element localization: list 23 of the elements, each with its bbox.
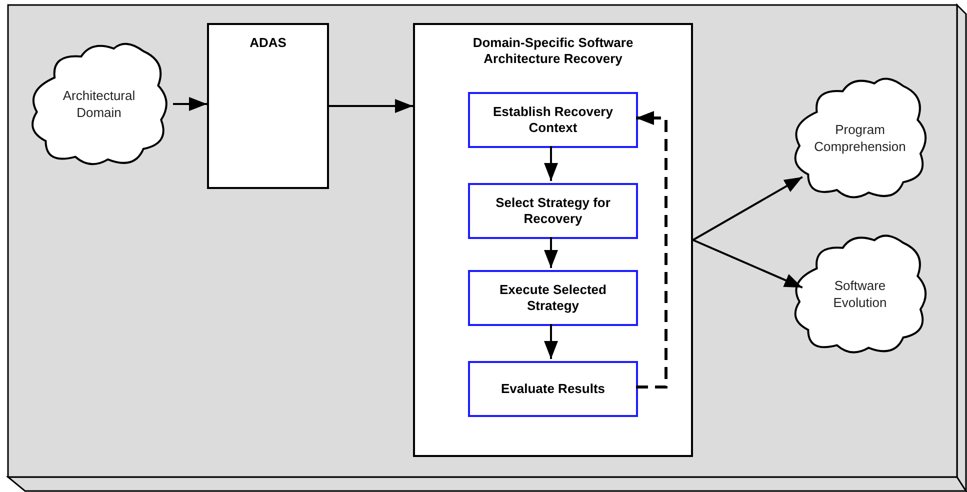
arrow <box>692 176 803 241</box>
process-box <box>468 183 638 239</box>
arrow <box>544 237 558 268</box>
arrow <box>329 99 413 113</box>
process-box <box>468 270 638 326</box>
node-label: Software Evolution <box>832 277 888 311</box>
node-label: ADAS <box>248 35 288 51</box>
node-label: Evaluate Results <box>500 381 606 397</box>
node-label: Establish Recovery Context <box>492 104 614 136</box>
arrow <box>544 324 558 359</box>
arrow <box>636 111 668 388</box>
node-label: Architectural Domain <box>62 87 136 121</box>
process-box <box>468 92 638 148</box>
node-label: Execute Selected Strategy <box>498 282 608 314</box>
container-box <box>413 23 693 457</box>
process-box <box>468 361 638 417</box>
container-box <box>207 23 329 189</box>
arrow <box>173 97 207 111</box>
arrow <box>544 146 558 181</box>
node-label: Select Strategy for Recovery <box>494 195 612 227</box>
node-label: Domain-Specific Software Architecture Recovery <box>472 35 634 67</box>
node-label: Program Comprehension <box>813 121 907 155</box>
arrow <box>692 239 803 289</box>
